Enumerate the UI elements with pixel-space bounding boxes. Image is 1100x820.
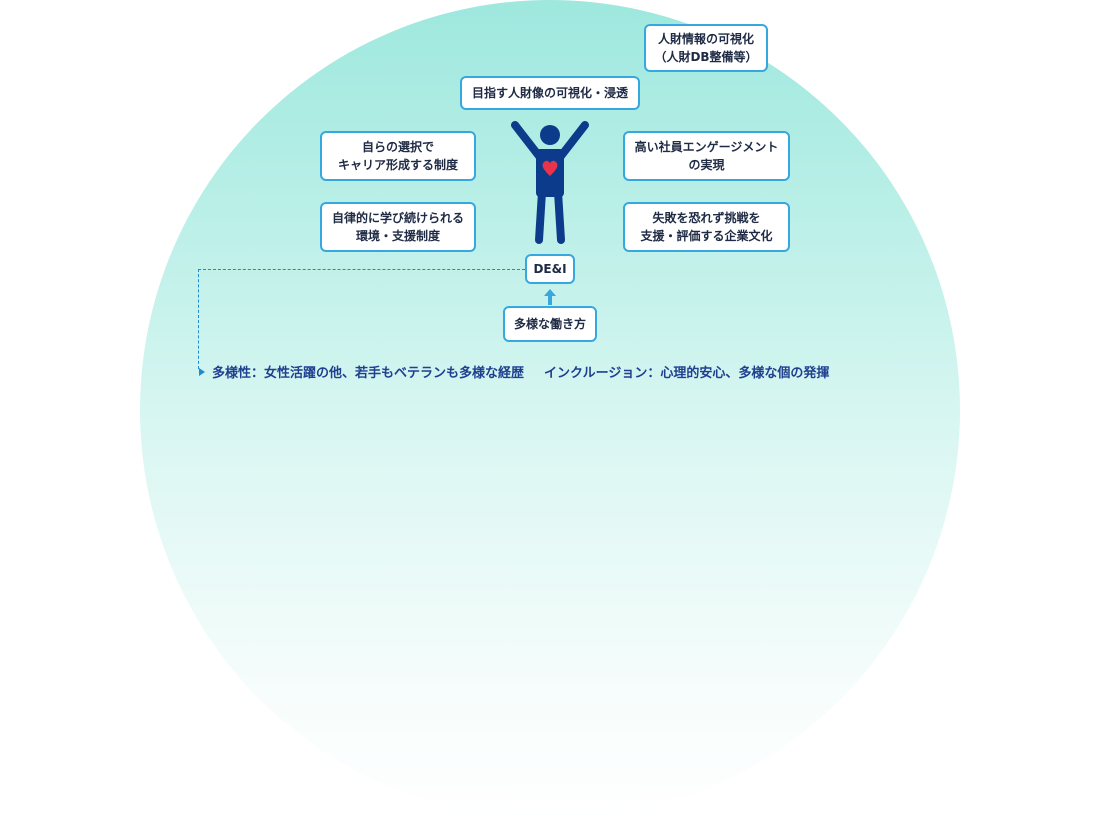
box-ideal-talent: 目指す人財像の可視化・浸透 bbox=[460, 76, 640, 110]
box-career-selection: 自らの選択で キャリア形成する制度 bbox=[320, 131, 476, 181]
box-hr-info-visibility: 人財情報の可視化 （人財DB整備等） bbox=[644, 24, 768, 72]
footer-diversity: 多様性：女性活躍の他、若手もベテランも多様な経歴 bbox=[212, 366, 525, 381]
person-figure-icon bbox=[511, 121, 589, 244]
connector-line-vertical bbox=[198, 269, 199, 369]
footer-inclusion: インクルージョン：心理的安心、多様な個の発揮 bbox=[544, 366, 830, 381]
up-arrow-icon bbox=[544, 289, 556, 305]
box-diverse-work: 多様な働き方 bbox=[503, 306, 597, 342]
connector-line-horizontal bbox=[198, 269, 525, 270]
footer-definitions: 多様性：女性活躍の他、若手もベテランも多様な経歴 インクルージョン：心理的安心、多… bbox=[212, 362, 849, 381]
box-dei: DE&I bbox=[525, 254, 575, 284]
box-challenge-culture: 失敗を恐れず挑戦を 支援・評価する企業文化 bbox=[623, 202, 790, 252]
box-autonomous-learning: 自律的に学び続けられる 環境・支援制度 bbox=[320, 202, 476, 252]
heart-icon bbox=[542, 160, 558, 176]
arrow-right-icon bbox=[199, 368, 205, 376]
box-engagement: 高い社員エンゲージメント の実現 bbox=[623, 131, 790, 181]
